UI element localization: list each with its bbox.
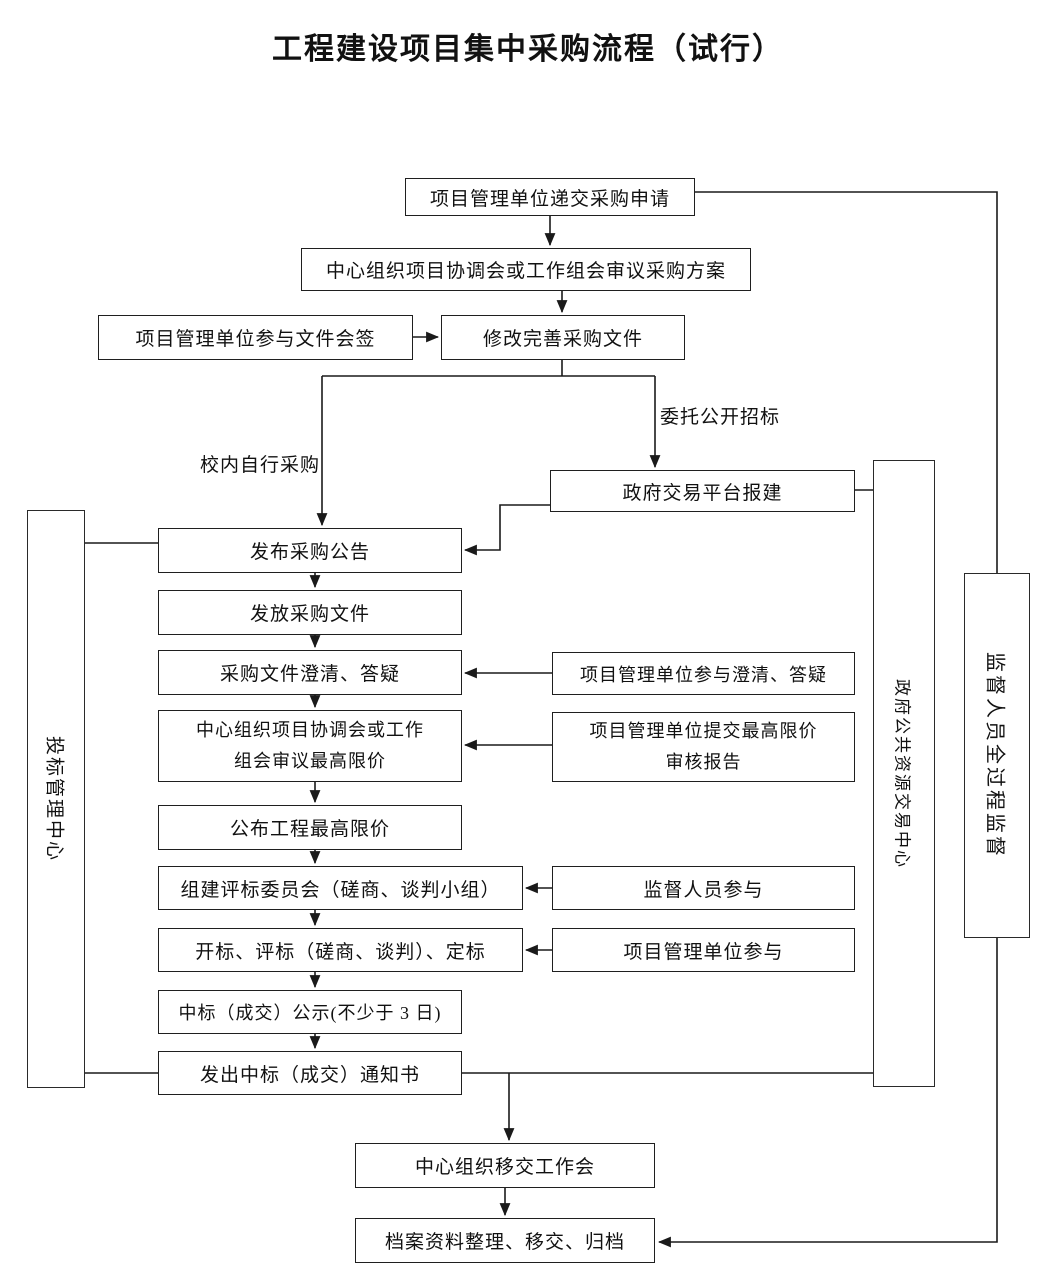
diagram-title: 工程建设项目集中采购流程（试行） <box>272 33 784 66</box>
flow-node-unit-participate: 项目管理单位参与 <box>552 928 855 972</box>
flow-node-supervisor-participate: 监督人员参与 <box>552 866 855 910</box>
flow-node-bid-opening: 开标、评标（磋商、谈判）、定标 <box>158 928 523 972</box>
flow-node-handover-meeting: 中心组织移交工作会 <box>355 1143 655 1188</box>
flow-node-form-committee: 组建评标委员会（磋商、谈判小组） <box>158 866 523 910</box>
flow-node-participate-clarify: 项目管理单位参与澄清、答疑 <box>552 652 855 695</box>
flow-node-review-plan: 中心组织项目协调会或工作组会审议采购方案 <box>301 248 751 291</box>
flow-node-award-publicity: 中标（成交）公示(不少于 3 日) <box>158 990 462 1034</box>
lane-supervision-whole-process: 监督人员全过程监督 <box>964 573 1030 938</box>
flow-node-issue-docs: 发放采购文件 <box>158 590 462 635</box>
flow-node-archive: 档案资料整理、移交、归档 <box>355 1218 655 1263</box>
flow-node-review-price-cap: 中心组织项目协调会或工作组会审议最高限价 <box>158 710 462 782</box>
flow-node-publish-notice: 发布采购公告 <box>158 528 462 573</box>
branch-label-self-procurement: 校内自行采购 <box>199 455 320 476</box>
lane-bidding-management-center: 投标管理中心 <box>27 510 85 1088</box>
flow-node-clarify-docs: 采购文件澄清、答疑 <box>158 650 462 695</box>
flow-node-submit-price-report: 项目管理单位提交最高限价审核报告 <box>552 712 855 782</box>
flow-node-countersign: 项目管理单位参与文件会签 <box>98 315 413 360</box>
flow-node-revise-docs: 修改完善采购文件 <box>441 315 685 360</box>
lane-public-resource-trading-center: 政府公共资源交易中心 <box>873 460 935 1087</box>
flow-node-submit-request: 项目管理单位递交采购申请 <box>405 178 695 216</box>
flow-node-platform-register: 政府交易平台报建 <box>550 470 855 512</box>
flow-node-award-notice: 发出中标（成交）通知书 <box>158 1051 462 1095</box>
flow-node-publish-price-cap: 公布工程最高限价 <box>158 805 462 850</box>
branch-label-public-tender: 委托公开招标 <box>660 407 781 428</box>
